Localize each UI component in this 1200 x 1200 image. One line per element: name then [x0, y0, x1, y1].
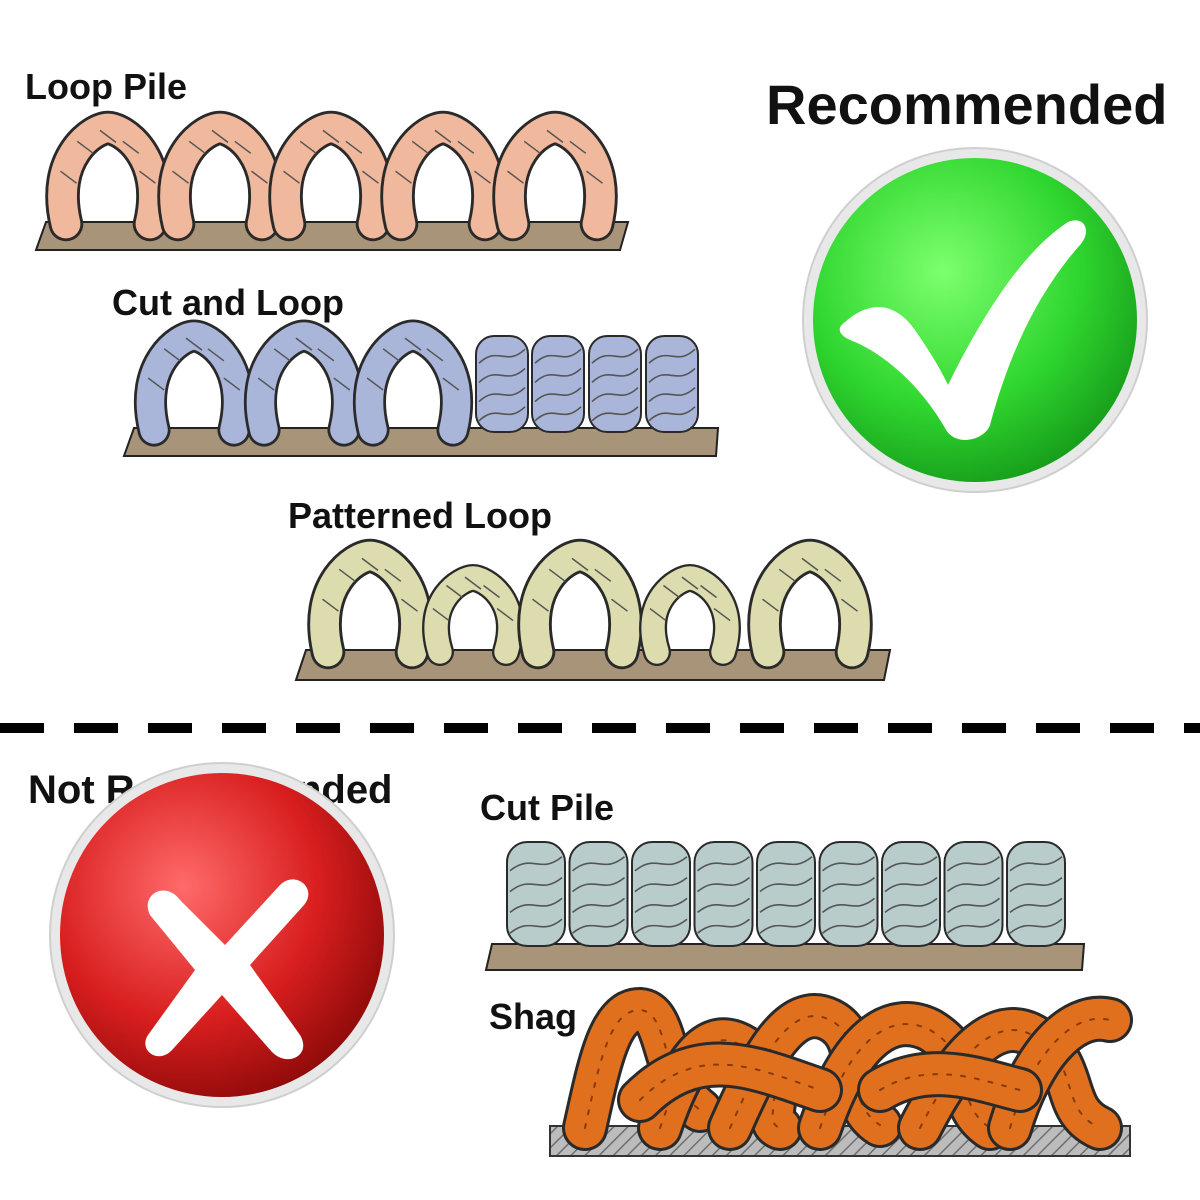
loop-pile-backing [34, 221, 630, 251]
patterned-loop-fiber [307, 538, 433, 670]
loop-pile-fiber [492, 110, 618, 242]
cut-pile-fiber [1006, 841, 1066, 947]
loop-fiber [352, 319, 474, 447]
x-icon [49, 762, 395, 1108]
cut-pile-illustration [484, 841, 1086, 971]
patterned-loop-fiber [639, 563, 741, 667]
loop-pile-label: Loop Pile [25, 66, 187, 107]
cut-pile-fiber [693, 841, 754, 947]
cut-and-loop-backing [122, 427, 720, 457]
loop-fiber [133, 319, 255, 447]
cut-and-loop-label: Cut and Loop [112, 282, 344, 323]
cut-pile-label: Cut Pile [480, 787, 615, 828]
cut-fiber [645, 335, 699, 433]
loop-pile-fiber [45, 110, 171, 242]
cut-pile-fiber [756, 841, 816, 947]
cut-pile-fiber [943, 841, 1004, 947]
cut-fiber [531, 335, 585, 433]
loop-pile-illustration [34, 110, 630, 251]
cut-and-loop-illustration [122, 319, 720, 457]
recommended-title: Recommended [766, 73, 1168, 136]
cut-pile-fiber [568, 841, 629, 947]
patterned-loop-fiber [422, 563, 524, 667]
shag-fiber [617, 1041, 843, 1123]
cut-pile-fiber [506, 841, 566, 947]
loop-pile-fiber [380, 110, 506, 242]
cut-pile-backing [484, 943, 1086, 971]
patterned-loop-backing [294, 649, 892, 681]
shag-fiber [857, 1051, 1043, 1113]
cut-pile-fiber [631, 841, 691, 947]
loop-pile-fiber [268, 110, 394, 242]
loop-pile-fiber [157, 110, 283, 242]
patterned-loop-fiber [517, 538, 643, 670]
shag-label: Shag [489, 996, 578, 1037]
cut-pile-fiber [818, 841, 879, 947]
shag-illustration [549, 986, 1133, 1157]
cut-pile-fiber [881, 841, 941, 947]
cut-fiber [475, 335, 529, 433]
patterned-loop-illustration [294, 538, 892, 681]
patterned-loop-fiber [747, 538, 873, 670]
loop-fiber [243, 319, 365, 447]
checkmark-icon [802, 147, 1148, 493]
patterned-loop-label: Patterned Loop [288, 495, 553, 536]
cut-fiber [588, 335, 642, 433]
